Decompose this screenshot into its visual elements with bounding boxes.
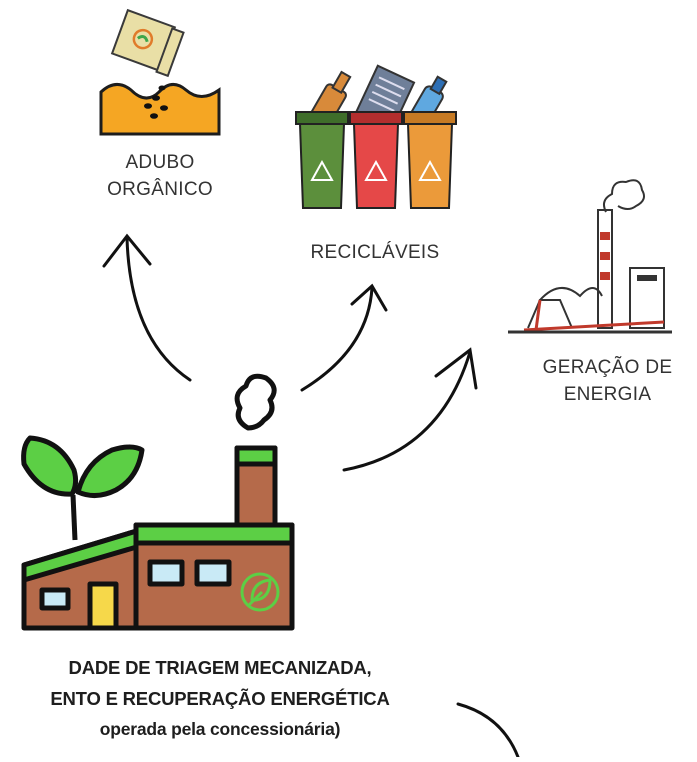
compost-label-line-2: ORGÂNICO [107,179,213,200]
facility-caption-line-1: DADE DE TRIAGEM MECANIZADA, [68,657,372,678]
recyclables-label: RECICLÁVEIS [280,239,470,266]
arrow-to-energy [342,350,472,472]
arrow-to-recyclables [300,286,374,392]
facility-caption: DADE DE TRIAGEM MECANIZADA, ENTO E RECUP… [0,652,470,745]
facility-caption-line-2: ENTO E RECUPERAÇÃO ENERGÉTICA [50,688,390,709]
energy-label: GERAÇÃO DE ENERGIA [520,354,695,408]
energy-label-line-2: ENERGIA [563,384,652,405]
arrow-to-compost [125,236,192,382]
facility-caption-line-3: operada pela concessionária) [99,719,341,739]
recyclables-label-line-1: RECICLÁVEIS [310,242,440,263]
recycling-bins-icon [295,64,457,209]
energy-label-line-1: GERAÇÃO DE [542,357,673,378]
eco-factory-icon [21,373,295,631]
flow-arrows [102,233,520,759]
compost-label: ADUBO ORGÂNICO [80,149,240,203]
compost-soil-icon [99,8,221,136]
arrow-bottom-partial [456,702,520,759]
compost-label-line-1: ADUBO [125,152,195,173]
power-plant-icon [508,179,672,334]
